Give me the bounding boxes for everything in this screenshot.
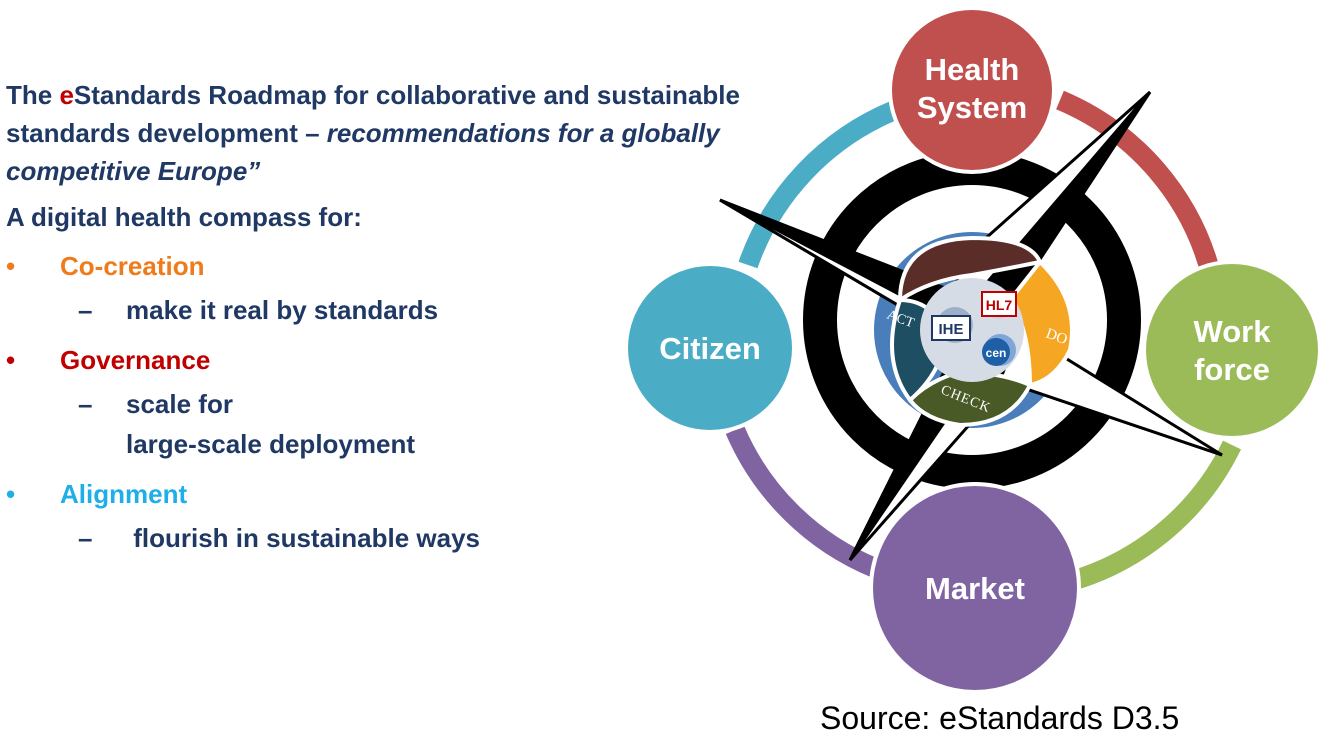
ihe-logo (931, 315, 971, 341)
description-line: make it real by standards (126, 295, 439, 325)
title-italic: recommendations for a globally competiti… (6, 118, 720, 186)
node-label: Market (925, 571, 1025, 606)
dash-icon: – (78, 523, 93, 553)
title-prefix: The (6, 80, 60, 110)
ring-arc-market-citizen (725, 426, 879, 578)
title-rest: Standards Roadmap for collaborative and … (6, 80, 740, 148)
cen-logo (982, 338, 1010, 366)
bullet-icon: • (6, 345, 16, 375)
description-line: flourish in sustainable ways (126, 523, 480, 553)
list-item-governance: • Governance (6, 342, 796, 378)
text-panel: The eStandards Roadmap for collaborative… (6, 76, 796, 558)
node-label: Work (1194, 314, 1272, 349)
node-label: System (917, 90, 1027, 125)
bullet-icon: • (6, 479, 16, 509)
bullet-icon: • (6, 251, 16, 281)
node-label: Health (925, 52, 1020, 87)
compass-intro: A digital health compass for: (6, 202, 362, 232)
page-title: The eStandards Roadmap for collaborative… (6, 76, 796, 190)
cen-logo-text: cen (986, 346, 1007, 360)
hl7-logo-text: HL7 (986, 297, 1013, 313)
node-health-system: Health System (888, 6, 1056, 174)
item-description: – flourish in sustainable ways (6, 518, 796, 558)
node-market: Market (869, 482, 1081, 694)
description-line: scale for (126, 389, 233, 419)
item-label: Alignment (60, 479, 188, 509)
dash-icon: – (78, 295, 93, 325)
item-description: – scale for large-scale deployment (6, 384, 796, 464)
list-item-alignment: • Alignment (6, 476, 796, 512)
description-line: large-scale deployment (126, 429, 415, 459)
pdca-plan-label: PLAN (943, 198, 996, 218)
source-caption: Source: eStandards D3.5 (820, 700, 1180, 736)
list-item-co-creation: • Co-creation (6, 248, 796, 284)
item-label: Governance (60, 345, 211, 375)
node-workforce: Work force (1142, 260, 1322, 440)
item-label: Co-creation (60, 251, 205, 281)
ring-arc-workforce-market (1071, 440, 1241, 590)
pdca-do-label: DO (1044, 326, 1070, 349)
node-label: Citizen (659, 331, 761, 366)
dash-icon: – (78, 389, 93, 419)
hl7-logo (981, 291, 1017, 317)
ring-arc-citizen-health (738, 100, 899, 269)
title-e-letter: e (59, 80, 74, 110)
ring-arc-health-workforce (1056, 90, 1222, 281)
ihe-logo-text: IHE (938, 321, 963, 338)
item-description: – make it real by standards (6, 290, 796, 330)
node-citizen: Citizen (624, 262, 796, 434)
node-label: force (1194, 352, 1270, 387)
